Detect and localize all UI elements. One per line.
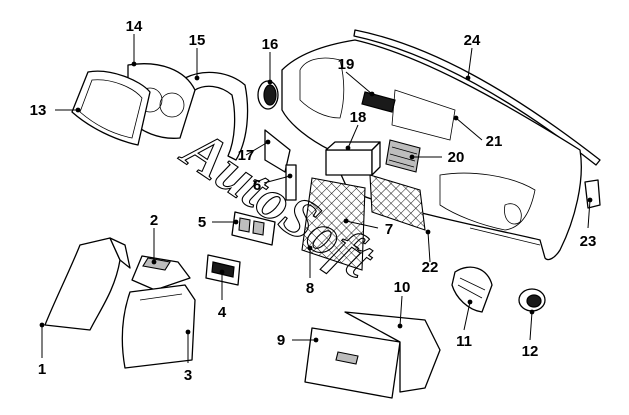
callout-22: 22: [422, 259, 439, 276]
part-17-bracket: [264, 129, 291, 173]
part-19-centre-vent: [361, 91, 396, 113]
part-5-switch-panel: [231, 211, 276, 246]
part-11-side-vent-housing: [451, 266, 493, 313]
part-9-glovebox-lid: [304, 327, 401, 399]
part-24-windscreen-trim: [353, 29, 601, 166]
callout-14: 14: [126, 18, 143, 35]
part-15-instrument-hood: [184, 71, 249, 161]
part-10-glovebox-body: [344, 311, 441, 393]
callout-7: 7: [385, 221, 393, 238]
callout-12: 12: [522, 343, 539, 360]
callout-15: 15: [189, 32, 206, 49]
part-13-instrument-glass: [71, 70, 151, 146]
callout-4: 4: [218, 304, 227, 321]
callout-5: 5: [198, 214, 206, 231]
part-12-round-vent: [518, 288, 546, 312]
callout-20: 20: [448, 149, 465, 166]
callout-8: 8: [306, 280, 314, 297]
part-1-floor-console: [44, 237, 131, 331]
callout-23: 23: [580, 233, 597, 250]
part-3-centre-console: [121, 284, 196, 369]
part-8-net-storage: [301, 177, 366, 271]
callout-18: 18: [350, 109, 367, 126]
callout-13: 13: [30, 102, 47, 119]
callout-16: 16: [262, 36, 279, 53]
callout-17: 17: [238, 147, 255, 164]
part-23-end-cap: [584, 179, 601, 209]
callout-9: 9: [277, 332, 285, 349]
part-16-round-vent: [257, 80, 279, 110]
part-6-bracket: [285, 164, 297, 201]
callout-1: 1: [38, 361, 46, 378]
callout-24: 24: [464, 32, 481, 49]
callout-10: 10: [394, 279, 411, 296]
callout-11: 11: [456, 333, 472, 350]
callout-3: 3: [184, 367, 192, 384]
part-21-dashboard-panel: [281, 39, 582, 261]
callout-6: 6: [253, 177, 261, 194]
callout-labels: 1 2 3 4 5 6 7 8 9 10 11 12 13 14 15 16 1…: [30, 18, 597, 384]
part-18-pocket: [325, 141, 381, 176]
part-2-console-lid: [131, 255, 191, 291]
leader-lines: [41, 34, 591, 363]
part-20-vent: [385, 139, 421, 173]
callout-2: 2: [150, 212, 158, 229]
leader-dots: [39, 61, 593, 343]
callout-19: 19: [338, 56, 355, 73]
callout-21: 21: [486, 133, 503, 150]
